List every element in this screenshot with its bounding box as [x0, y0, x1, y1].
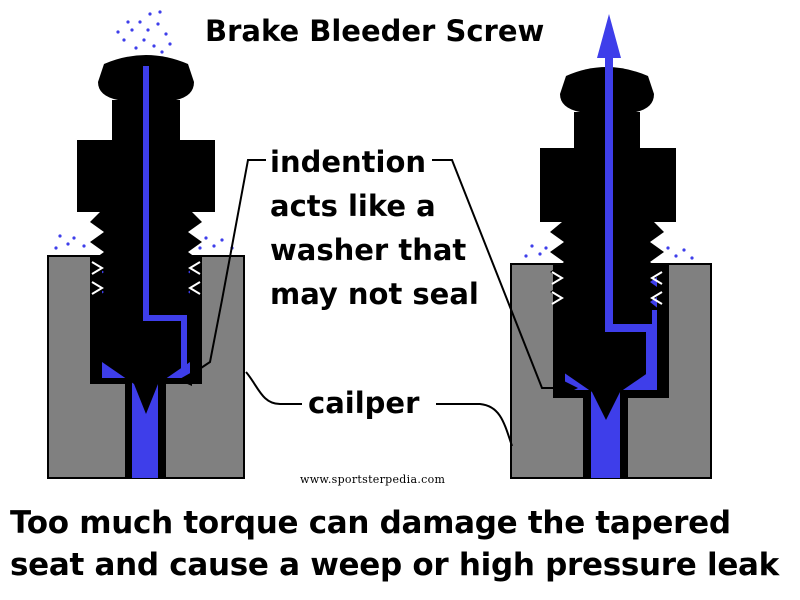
right-bleeder-assembly	[510, 14, 712, 479]
callout-line-4: may not seal	[270, 277, 479, 311]
indention-arrow-left	[178, 372, 192, 386]
callout-line-3: washer that	[270, 233, 467, 267]
callout-line-1: indention	[270, 145, 427, 179]
caption-line-1: Too much torque can damage the tapered	[10, 505, 731, 541]
right-flow-arrow-head	[597, 14, 621, 58]
left-fluid-spray	[116, 10, 172, 54]
diagram-title: Brake Bleeder Screw	[205, 14, 545, 48]
caliper-leader-right	[436, 403, 513, 447]
right-fluid-droplets	[524, 244, 694, 260]
callout-line-2: acts like a	[270, 189, 436, 223]
indention-leader-left	[185, 159, 266, 379]
watermark-url: www.sportsterpedia.com	[300, 473, 446, 486]
caption-line-2: seat and cause a weep or high pressure l…	[10, 547, 779, 583]
left-bleed-passage	[143, 66, 187, 372]
indention-arrow-right	[564, 381, 578, 395]
left-fluid-droplets	[54, 234, 234, 250]
right-bleed-passage	[605, 52, 654, 380]
indention-leader-right	[432, 159, 570, 389]
left-thread-highlights	[91, 261, 201, 295]
caliper-leader-left	[245, 371, 302, 405]
right-thread-highlights	[551, 271, 663, 305]
caliper-label: cailper	[308, 386, 420, 420]
left-bleeder-assembly	[47, 10, 245, 479]
callout-leaders	[178, 159, 578, 447]
